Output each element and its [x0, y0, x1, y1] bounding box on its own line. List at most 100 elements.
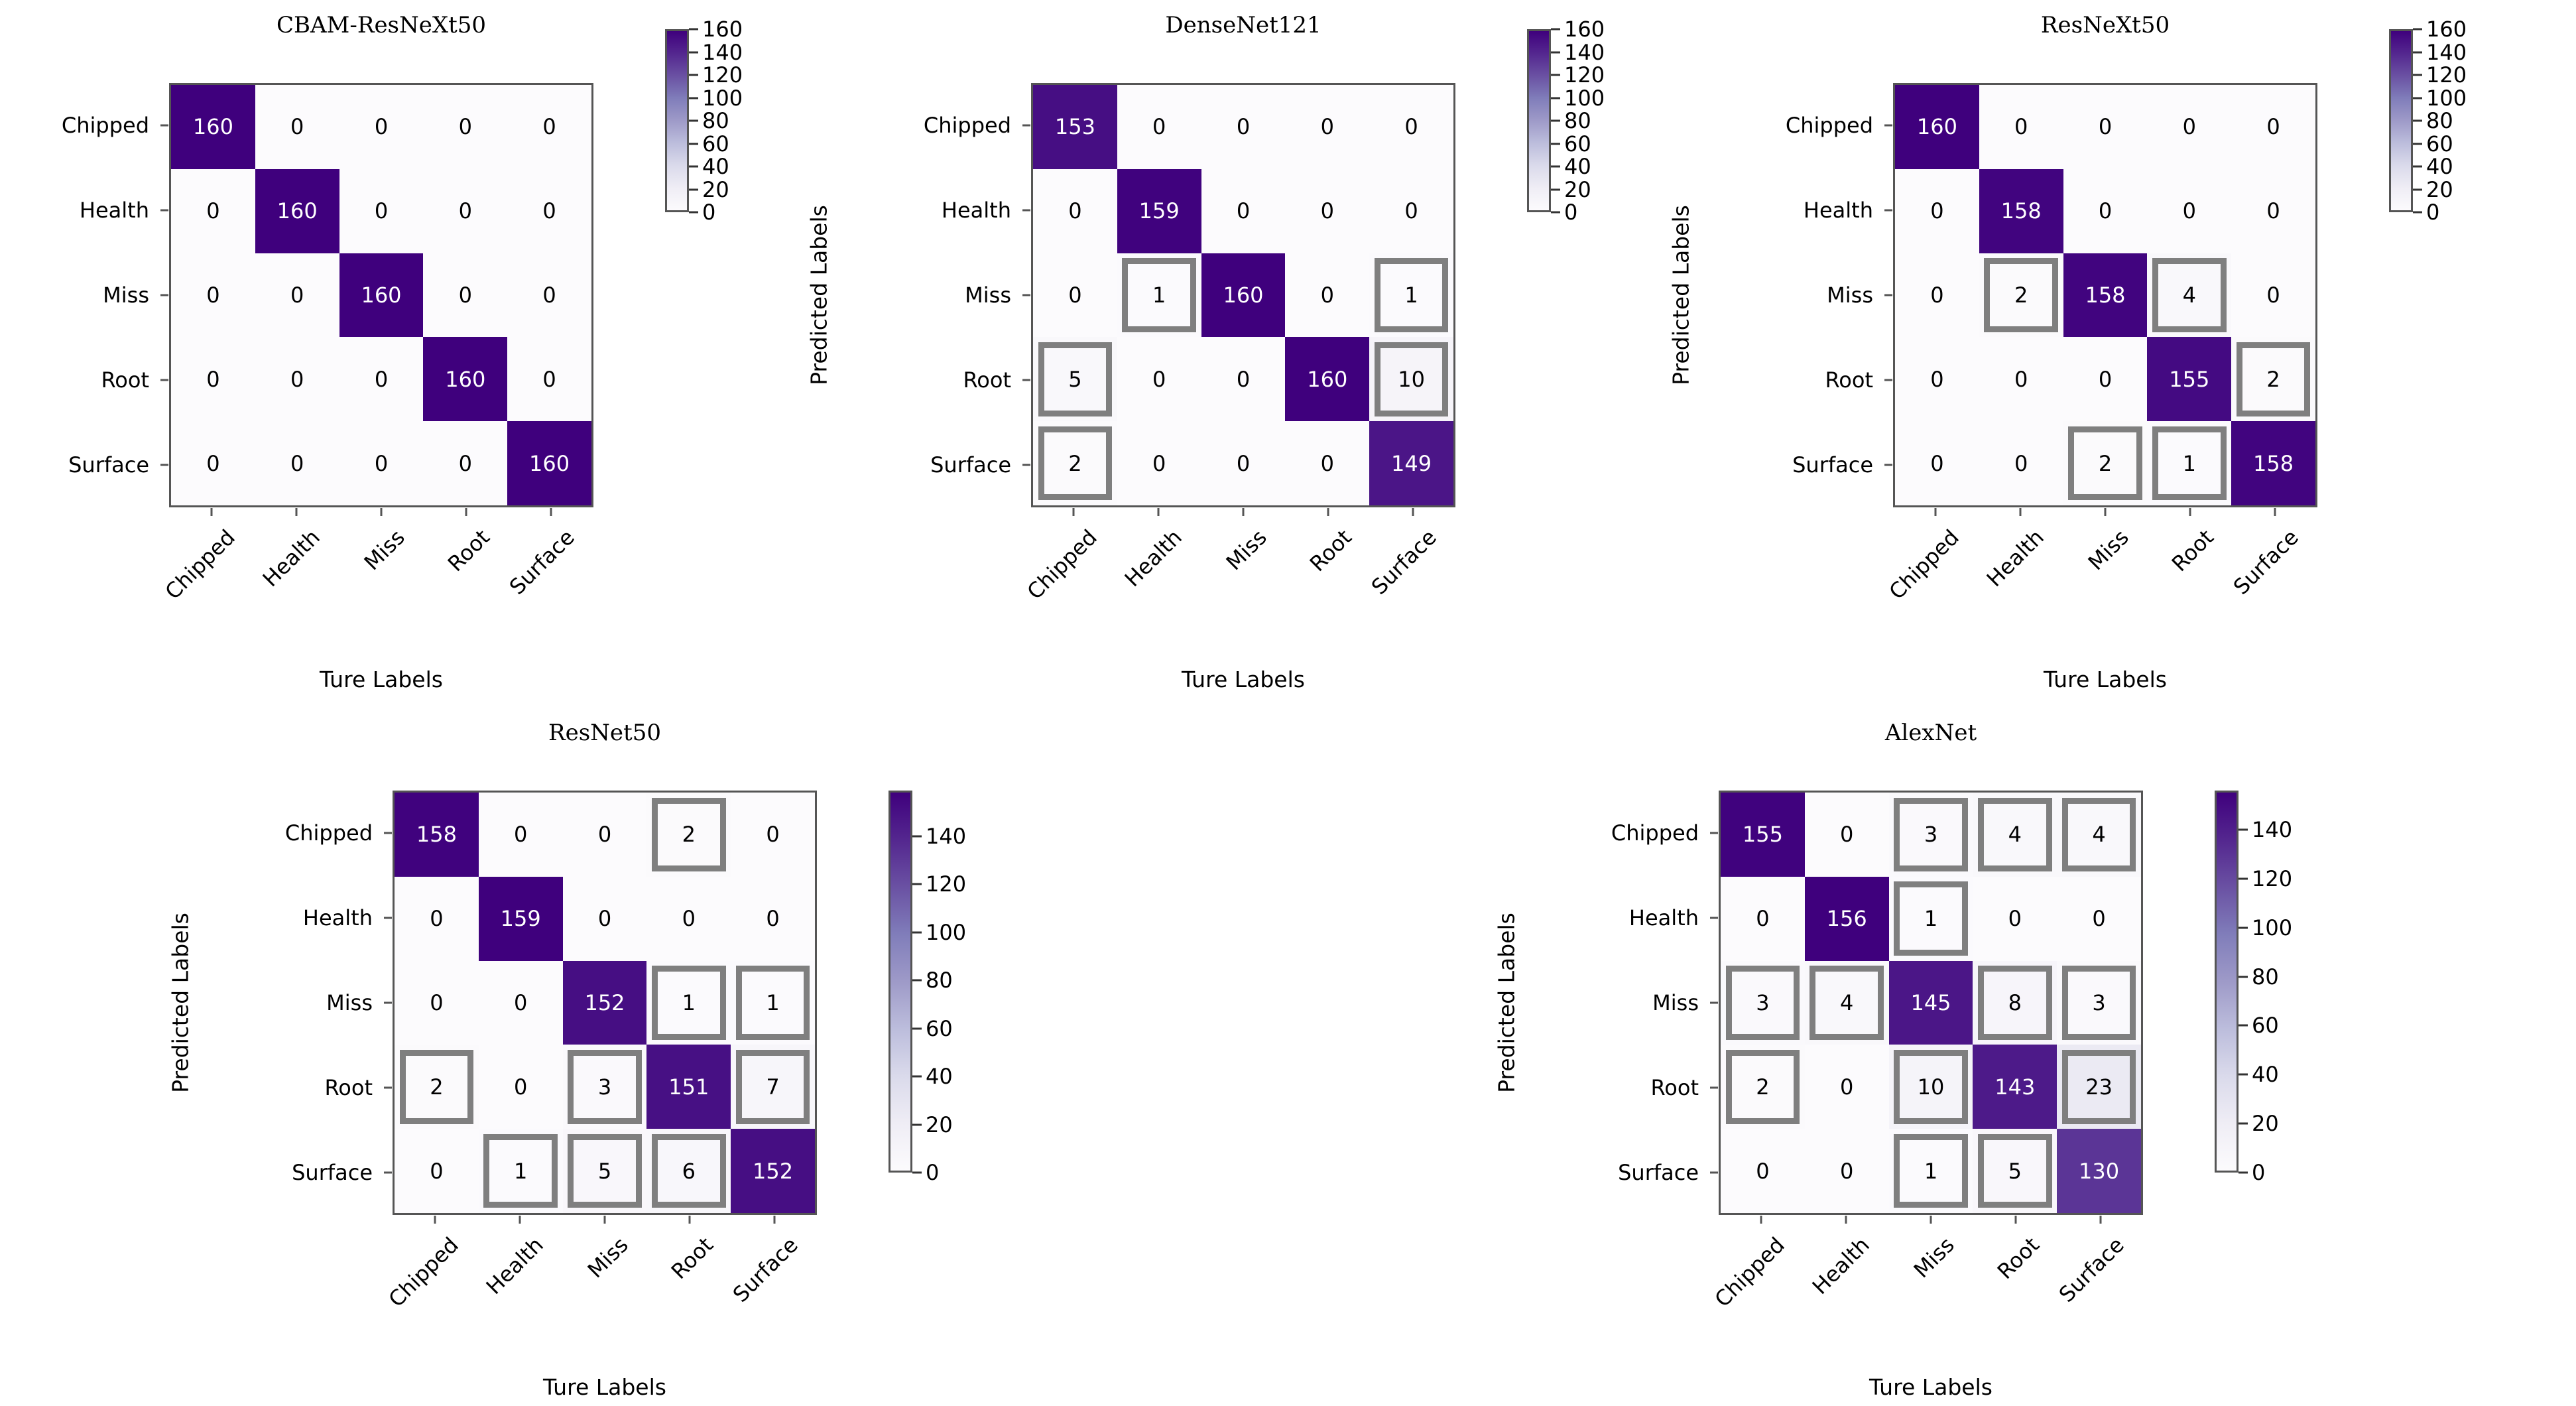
- x-tick-mark: [2019, 508, 2022, 516]
- matrix-cell: 0: [1804, 1129, 1889, 1213]
- cell-value: 155: [1742, 822, 1783, 848]
- y-tick-mark: [384, 1086, 392, 1089]
- colorbar-tick-label: 40: [926, 1064, 953, 1090]
- cell-highlight-box: [1725, 966, 1800, 1040]
- colorbar-tick-label: 0: [926, 1160, 940, 1185]
- matrix-cell: 143: [1973, 1045, 2057, 1129]
- matrix-cell: 23: [2057, 1045, 2141, 1129]
- colorbar-tick-mark: [689, 74, 698, 76]
- panel-title: ResNet50: [548, 720, 661, 746]
- y-tick-label: Miss: [1827, 283, 1873, 308]
- y-tick-mark: [1022, 379, 1030, 381]
- colorbar-tick-label: 140: [2426, 39, 2467, 65]
- colorbar-tick-label: 60: [1564, 131, 1591, 157]
- cell-highlight-box: [1374, 258, 1449, 332]
- matrix-cell: 152: [562, 960, 647, 1045]
- y-tick-label: Miss: [965, 283, 1011, 308]
- colorbar-tick-mark: [2239, 976, 2248, 978]
- matrix-cell: 1: [646, 960, 731, 1045]
- cell-highlight-box: [1374, 342, 1449, 416]
- cell-highlight-box: [1977, 1133, 2052, 1208]
- y-tick-mark: [1710, 1086, 1718, 1089]
- colorbar-tick-label: 60: [702, 131, 729, 157]
- panel-title: CBAM-ResNeXt50: [276, 12, 487, 38]
- x-axis-title: Ture Labels: [320, 667, 443, 692]
- matrix-cell: 0: [1285, 421, 1370, 505]
- matrix-cell: 10: [1888, 1045, 1973, 1129]
- matrix-cell: 0: [2231, 168, 2315, 253]
- cell-value: 143: [1994, 1074, 2036, 1100]
- cell-highlight-box: [735, 966, 810, 1040]
- colorbar-tick-label: 40: [702, 154, 729, 179]
- x-tick-mark: [1412, 508, 1414, 516]
- colorbar-tick-label: 60: [2426, 131, 2453, 157]
- y-tick-mark: [160, 294, 168, 296]
- x-tick-mark: [773, 1216, 776, 1224]
- cell-highlight-box: [483, 1133, 558, 1208]
- colorbar-tick-label: 20: [2426, 176, 2453, 202]
- y-tick-mark: [1022, 209, 1030, 212]
- colorbar-tick-mark: [2239, 1171, 2248, 1174]
- matrix-cell: 1: [731, 960, 815, 1045]
- cell-highlight-box: [651, 797, 726, 872]
- matrix-cell: 1: [1369, 253, 1453, 338]
- colorbar-tick-mark: [2413, 165, 2422, 168]
- y-tick-mark: [384, 832, 392, 834]
- matrix-cell: 0: [2147, 168, 2232, 253]
- colorbar-tick-mark: [2239, 1024, 2248, 1027]
- colorbar-tick-mark: [1551, 51, 1560, 53]
- y-tick-mark: [1710, 1001, 1718, 1004]
- matrix-cell: 2: [2063, 421, 2148, 505]
- x-axis-title: Ture Labels: [1869, 1374, 1993, 1400]
- colorbar-tick-mark: [689, 28, 698, 31]
- y-tick-mark: [160, 124, 168, 127]
- x-tick-label: Health: [1807, 1232, 1874, 1300]
- matrix-cell: 0: [1973, 876, 2057, 961]
- y-tick-mark: [1884, 124, 1892, 127]
- cell-highlight-box: [2061, 797, 2136, 872]
- colorbar-tick-mark: [2239, 927, 2248, 929]
- matrix-cell: 3: [1888, 793, 1973, 877]
- cell-highlight-box: [1894, 797, 1968, 872]
- cell-highlight-box: [2061, 1049, 2136, 1124]
- colorbar-tick-label: 120: [2252, 865, 2293, 891]
- cell-value: 145: [1910, 990, 1951, 1015]
- matrix-cell: 3: [2057, 960, 2141, 1045]
- x-tick-mark: [210, 508, 213, 516]
- x-tick-mark: [688, 1216, 691, 1224]
- colorbar-tick-mark: [1551, 119, 1560, 122]
- colorbar-tick-mark: [2413, 143, 2422, 145]
- x-tick-mark: [434, 1216, 436, 1224]
- matrix-cell: 8: [1973, 960, 2057, 1045]
- y-tick-label: Surface: [292, 1160, 373, 1185]
- x-axis-title: Ture Labels: [2044, 667, 2167, 692]
- colorbar-tick-label: 0: [702, 200, 716, 225]
- y-tick-label: Miss: [1652, 990, 1699, 1015]
- cell-highlight-box: [1038, 426, 1113, 501]
- x-tick-mark: [1934, 508, 1937, 516]
- y-tick-label: Health: [941, 198, 1011, 223]
- y-tick-mark: [384, 917, 392, 919]
- matrix-cell: 1: [1117, 253, 1201, 338]
- colorbar-tick-label: 80: [702, 108, 729, 133]
- matrix-cell: 0: [423, 85, 508, 169]
- y-tick-label: Root: [101, 367, 150, 393]
- matrix-cell: 3: [1721, 960, 1805, 1045]
- cell-value: 156: [1826, 906, 1867, 932]
- y-tick-label: Chipped: [923, 113, 1011, 138]
- cell-value: 0: [2092, 906, 2106, 932]
- x-tick-label: Miss: [1908, 1232, 1959, 1283]
- colorbar-tick-label: 120: [702, 62, 743, 88]
- matrix-cell: 0: [171, 337, 255, 422]
- matrix-cell: 2: [1979, 253, 2063, 338]
- colorbar-tick-mark: [912, 883, 922, 885]
- cell-highlight-box: [2152, 258, 2227, 332]
- colorbar-tick-mark: [1551, 211, 1560, 214]
- y-tick-label: Chipped: [61, 113, 149, 138]
- cell-highlight-box: [651, 1133, 726, 1208]
- matrix-cell: 5: [1973, 1129, 2057, 1213]
